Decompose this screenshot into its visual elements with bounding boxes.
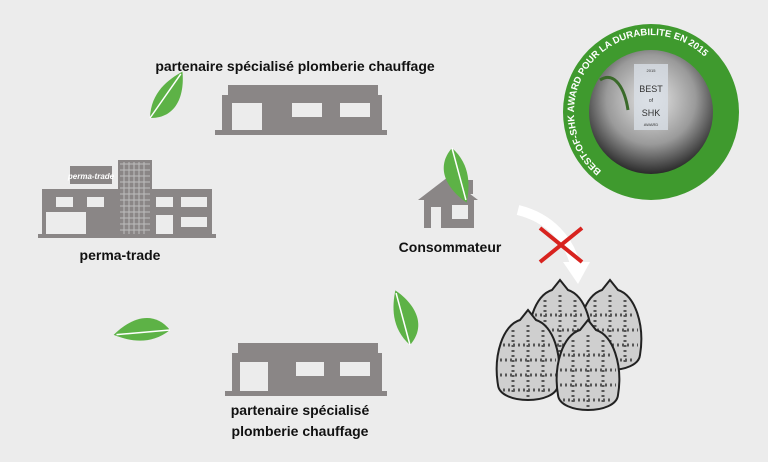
perma-trade-building-icon: perma-trade <box>38 160 216 238</box>
partner-shop-bottom-icon <box>225 343 387 396</box>
cross-icon <box>538 226 584 264</box>
partner-bottom-label-line1: partenaire spécialisé <box>230 402 370 418</box>
building-sign: perma-trade <box>67 172 115 181</box>
consumer-house-icon <box>418 177 478 228</box>
partner-shop-top-icon <box>215 85 387 135</box>
trophy-text: AWARD <box>644 122 659 127</box>
trophy-text: BEST <box>639 84 663 94</box>
partner-top-label: partenaire spécialisé plomberie chauffag… <box>155 58 435 74</box>
trophy-text: of <box>649 98 654 104</box>
partner-bottom-label-line2: plomberie chauffage <box>231 423 369 439</box>
leaf-arrow-icon <box>112 302 172 362</box>
leaf-arrow-icon <box>142 70 191 120</box>
disposal-arrow-icon <box>516 205 590 284</box>
consumer-label: Consommateur <box>398 239 502 255</box>
trophy-text: SHK <box>642 108 661 118</box>
leaf-arrow-icon <box>374 289 432 347</box>
perma-trade-label: perma-trade <box>79 247 161 263</box>
award-badge: 2015 BEST of SHK AWARD BEST-OF-SHK AWARD… <box>563 24 739 200</box>
waste-bags-icon <box>495 278 643 412</box>
trophy-text: 2015 <box>647 68 657 73</box>
